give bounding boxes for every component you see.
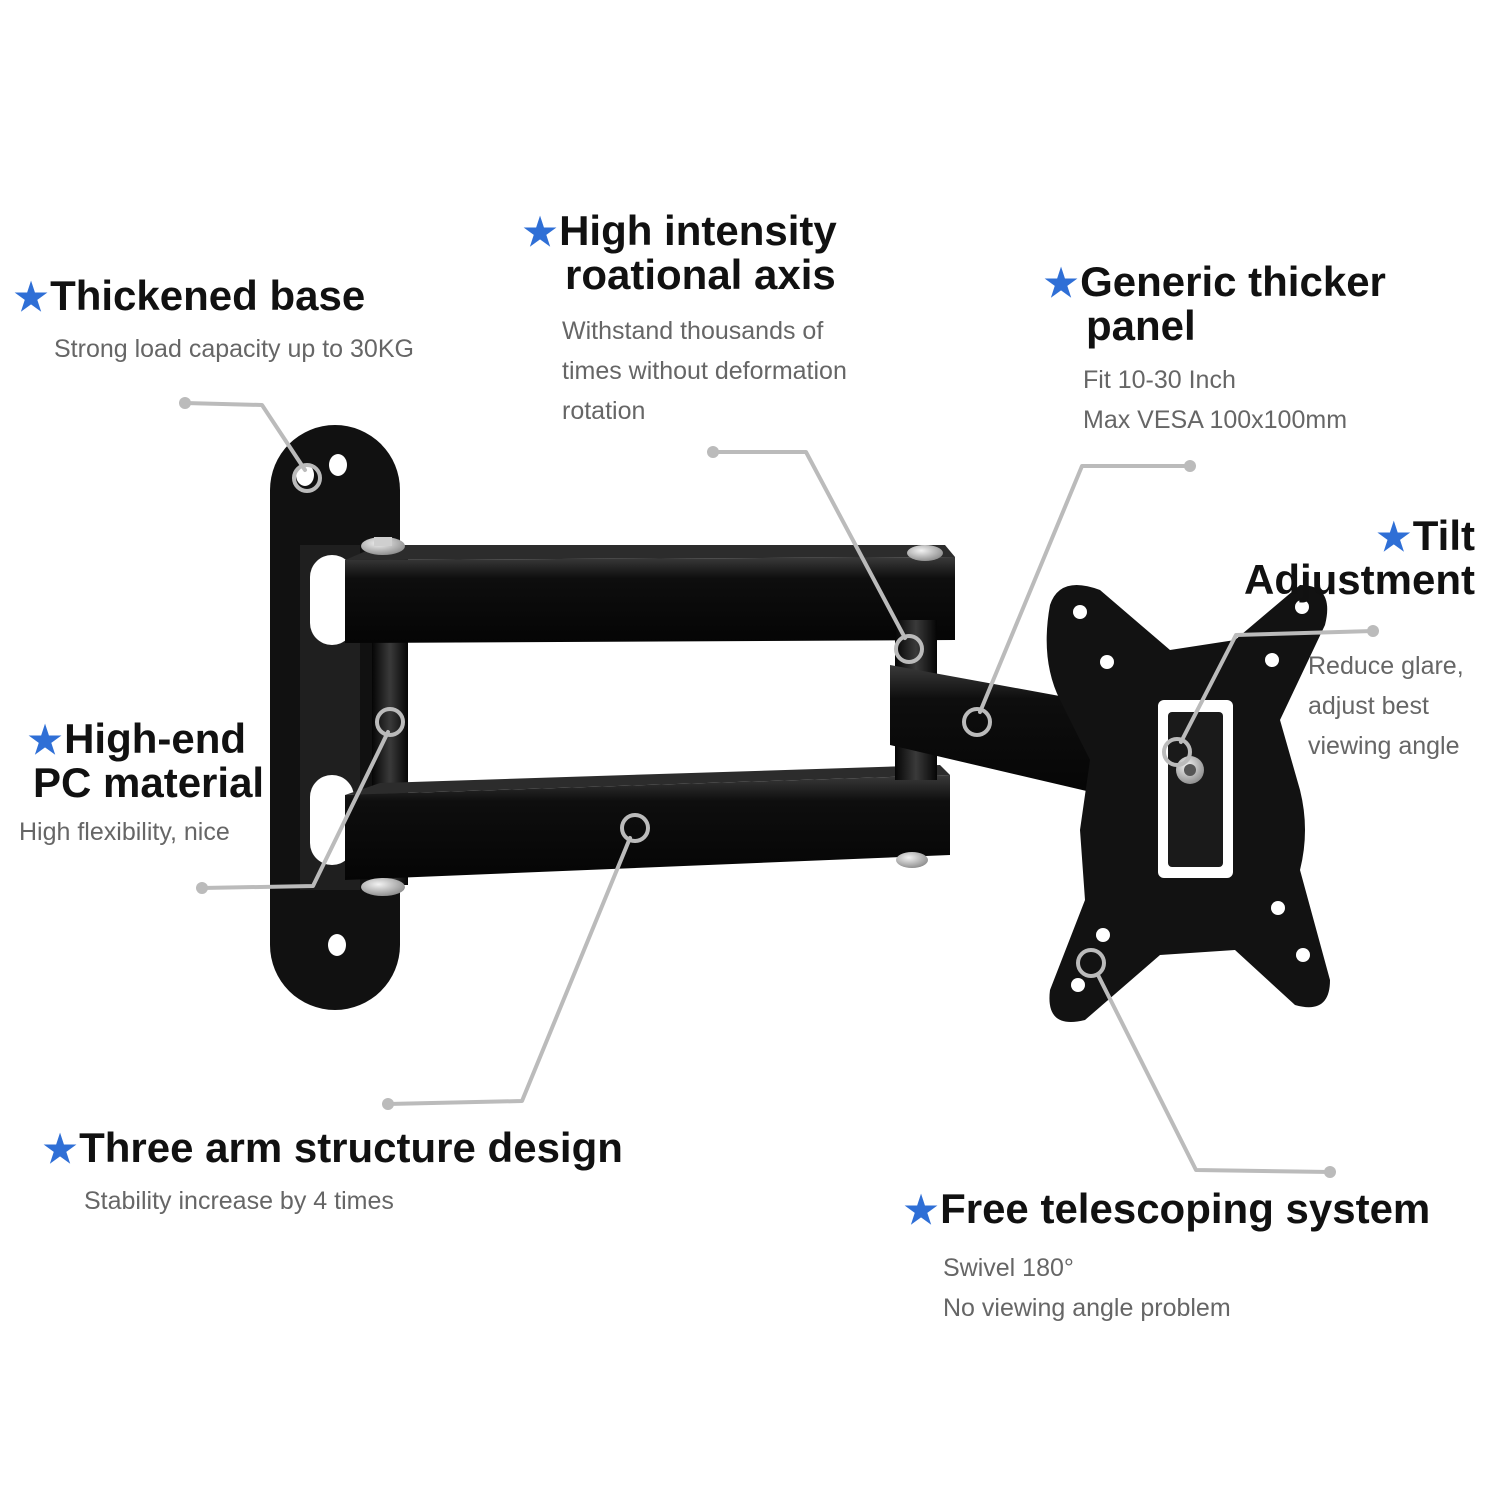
feature-description: Reduce glare, (1308, 652, 1464, 680)
vesa-hole (1271, 901, 1285, 915)
leader-line-thicker-panel (978, 464, 1192, 714)
base-screw-hole (328, 934, 346, 956)
callout-target-ring (1076, 948, 1106, 978)
star-icon: ★ (1376, 517, 1411, 559)
vesa-hole (1296, 948, 1310, 962)
feature-description: Swivel 180° (943, 1254, 1074, 1282)
feature-description: Strong load capacity up to 30KG (54, 335, 414, 363)
leader-end-dot (1324, 1166, 1336, 1178)
leader-end-dot (179, 397, 191, 409)
callout-target-ring (894, 634, 924, 664)
star-icon: ★ (1044, 263, 1079, 305)
leader-end-dot (382, 1098, 394, 1110)
star-icon: ★ (14, 277, 49, 319)
bolt (896, 852, 928, 868)
feature-title: roational axis (565, 251, 836, 298)
vesa-plate (1046, 585, 1330, 1022)
feature-description: adjust best (1308, 692, 1429, 720)
leader-end-dot (1367, 625, 1379, 637)
vesa-hole (1096, 928, 1110, 942)
feature-title: ★Thickened base (14, 272, 366, 319)
callout-target-ring (1162, 737, 1192, 767)
base-screw-hole (329, 454, 347, 476)
feature-title: panel (1086, 302, 1196, 349)
upper-arm (345, 545, 955, 643)
feature-thickened-base: ★Thickened base Strong load capacity up … (14, 275, 414, 369)
feature-pc-material-description: High flexibility, nice (19, 812, 230, 852)
leader-line-three-arm (386, 836, 632, 1106)
callout-target-ring (292, 463, 322, 493)
leader-line-telescoping (1096, 973, 1332, 1174)
feature-description: viewing angle (1308, 732, 1460, 760)
leader-end-dot (1184, 460, 1196, 472)
bolt (361, 537, 405, 555)
base-screw-hole (296, 464, 314, 486)
bolt (361, 878, 405, 896)
bolt (907, 545, 943, 561)
feature-title: ★Three arm structure design (43, 1124, 623, 1171)
vesa-hole (1100, 655, 1114, 669)
leader-line-pc-material (200, 730, 390, 890)
feature-description: Fit 10-30 Inch (1083, 366, 1236, 394)
callout-target-ring (375, 707, 405, 737)
feature-tilt-description: Reduce glare, adjust best viewing angle (1308, 646, 1464, 766)
feature-description: High flexibility, nice (19, 818, 230, 846)
star-icon: ★ (904, 1190, 939, 1232)
star-icon: ★ (43, 1129, 78, 1171)
leader-line-thickened-base (183, 401, 307, 472)
callout-target-ring (962, 707, 992, 737)
feature-description: No viewing angle problem (943, 1294, 1231, 1322)
leader-end-dot (196, 882, 208, 894)
base-slot (310, 555, 354, 645)
vesa-hole (1073, 605, 1087, 619)
feature-title: ★High intensity (523, 207, 837, 254)
star-icon: ★ (28, 720, 63, 762)
feature-description: Max VESA 100x100mm (1083, 406, 1348, 434)
feature-rotational-axis: ★High intensity roational axis Withstand… (523, 210, 847, 431)
feature-title: ★Generic thicker (1044, 258, 1386, 305)
feature-description: Withstand thousands of (562, 317, 824, 345)
vesa-hole (1071, 978, 1085, 992)
feature-description: times without deformation (562, 357, 847, 385)
leader-line-tilt (1179, 629, 1375, 744)
feature-title: PC material (33, 759, 265, 806)
feature-description: rotation (562, 397, 646, 425)
feature-title: ★High-end (28, 715, 247, 762)
callout-target-ring (620, 813, 650, 843)
star-icon: ★ (523, 212, 558, 254)
feature-three-arm: ★Three arm structure design Stability in… (43, 1127, 623, 1221)
feature-pc-material: ★High-end PC material (28, 715, 265, 806)
feature-title: ★Free telescoping system (904, 1185, 1431, 1232)
base-slot (310, 775, 354, 865)
leader-end-dot (707, 446, 719, 458)
feature-thicker-panel: ★Generic thicker panel Fit 10-30 Inch Ma… (1044, 261, 1386, 440)
feature-telescoping: ★Free telescoping system Swivel 180° No … (904, 1188, 1430, 1328)
feature-title: ★Tilt (1376, 512, 1475, 559)
vesa-hole (1265, 653, 1279, 667)
tilt-knob (1176, 756, 1204, 784)
vesa-hole (1295, 600, 1309, 614)
leader-line-rotational-axis (711, 450, 907, 640)
feature-tilt: ★Tilt Adjustment (1244, 512, 1475, 603)
feature-title: Adjustment (1244, 556, 1475, 603)
feature-description: Stability increase by 4 times (84, 1187, 394, 1215)
